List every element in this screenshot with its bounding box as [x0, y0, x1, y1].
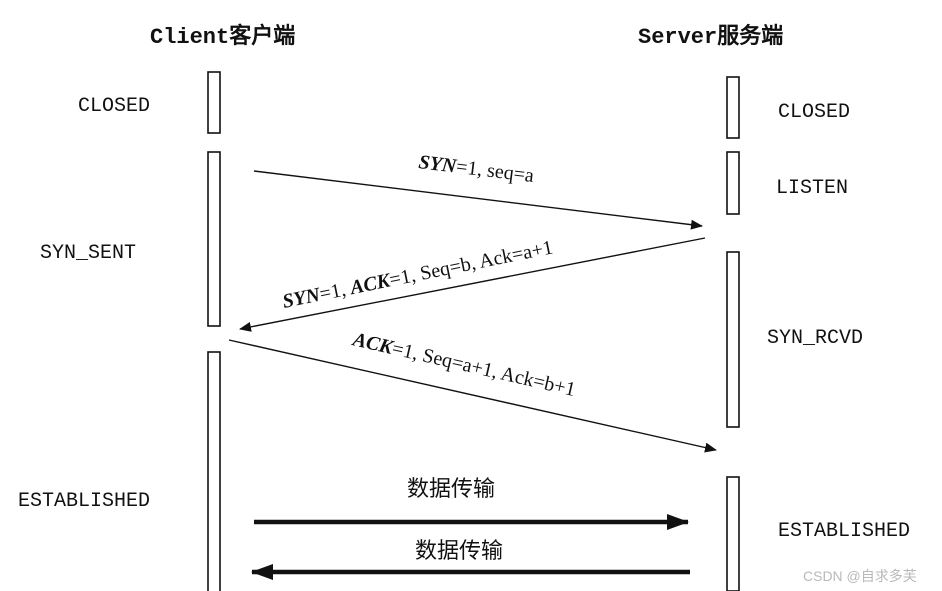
data-transfer-label-1: 数据传输: [407, 477, 495, 502]
client-header: Client客户端: [150, 23, 295, 50]
syn-label: SYN=1, seq=a: [417, 151, 535, 187]
server-listen-bar: [726, 151, 740, 215]
ack-label: ACK=1, Seq=a+1, Ack=b+1: [349, 328, 578, 401]
server-state-syn-rcvd: SYN_RCVD: [767, 327, 863, 350]
server-closed-bar: [726, 76, 740, 139]
syn-arrow: [253, 170, 703, 230]
data-transfer-label-2: 数据传输: [415, 539, 503, 564]
client-state-established: ESTABLISHED: [18, 490, 150, 513]
server-syn-rcvd-bar: [726, 251, 740, 428]
client-syn-sent-bar: [207, 151, 221, 327]
client-state-closed: CLOSED: [78, 95, 150, 118]
server-established-bar: [726, 476, 740, 591]
syn-ack-arrow: [239, 237, 706, 332]
client-state-syn-sent: SYN_SENT: [40, 242, 136, 265]
server-state-closed: CLOSED: [778, 101, 850, 124]
client-established-bar: [207, 351, 221, 591]
syn-ack-label: SYN=1, ACK=1, Seq=b, Ack=a+1: [281, 236, 555, 312]
ack-arrow: [228, 339, 717, 453]
csdn-watermark: CSDN @自求多芙: [803, 568, 917, 584]
client-closed-bar: [207, 71, 221, 134]
server-header: Server服务端: [638, 24, 783, 50]
server-state-established: ESTABLISHED: [778, 520, 910, 543]
server-state-listen: LISTEN: [776, 177, 848, 200]
